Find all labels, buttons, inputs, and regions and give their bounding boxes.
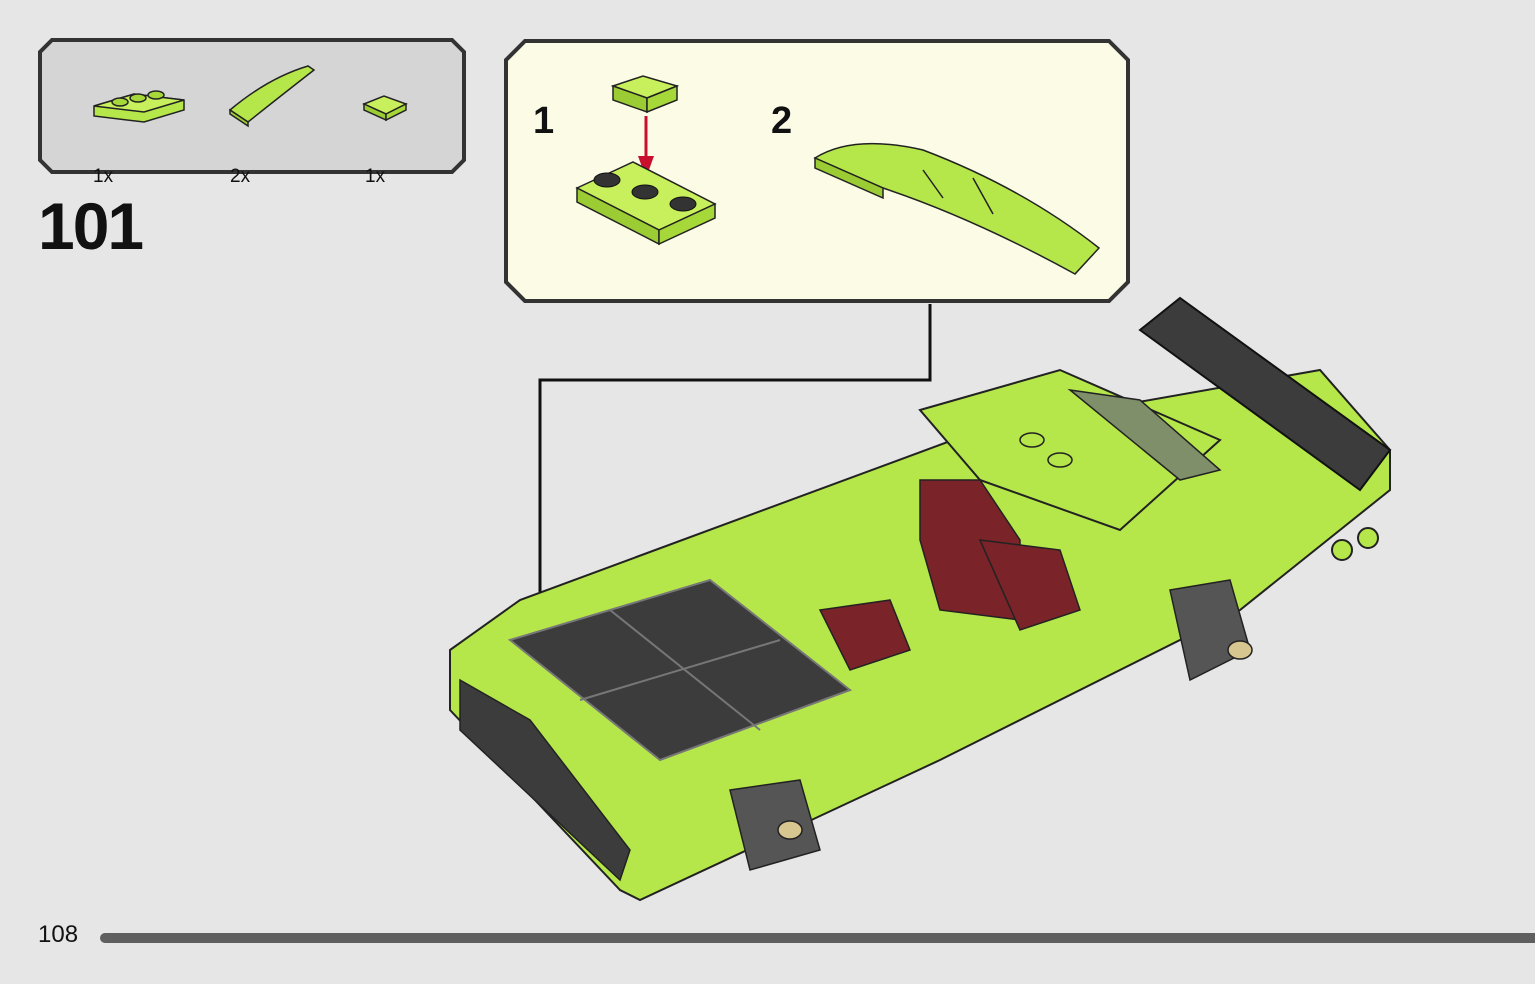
curved-slope-assembly-icon [813,142,1101,275]
plate-1x3-icon [93,90,185,123]
subassembly-box: 1 2 [503,38,1131,304]
car-model-illustration [449,296,1392,902]
subassembly-frame [504,39,1130,303]
tile-part-icon [610,75,680,114]
plate-part-icon [575,161,717,246]
part-quantity-3: 1x [365,166,386,187]
tile-1x1-icon [362,95,408,122]
step-number: 101 [38,189,144,263]
curved-slope-icon [228,65,316,128]
substep-number-2: 2 [771,100,793,142]
parts-box-frame [38,38,466,174]
substep-number-1: 1 [533,100,555,142]
part-quantity-2: 2x [230,166,251,187]
down-arrow-icon [638,116,654,178]
page-number: 108 [38,921,79,948]
parts-list-box: 1x 2x 1x [38,38,466,187]
page-progress-bar [100,933,1535,943]
part-quantity-1: 1x [93,166,114,187]
